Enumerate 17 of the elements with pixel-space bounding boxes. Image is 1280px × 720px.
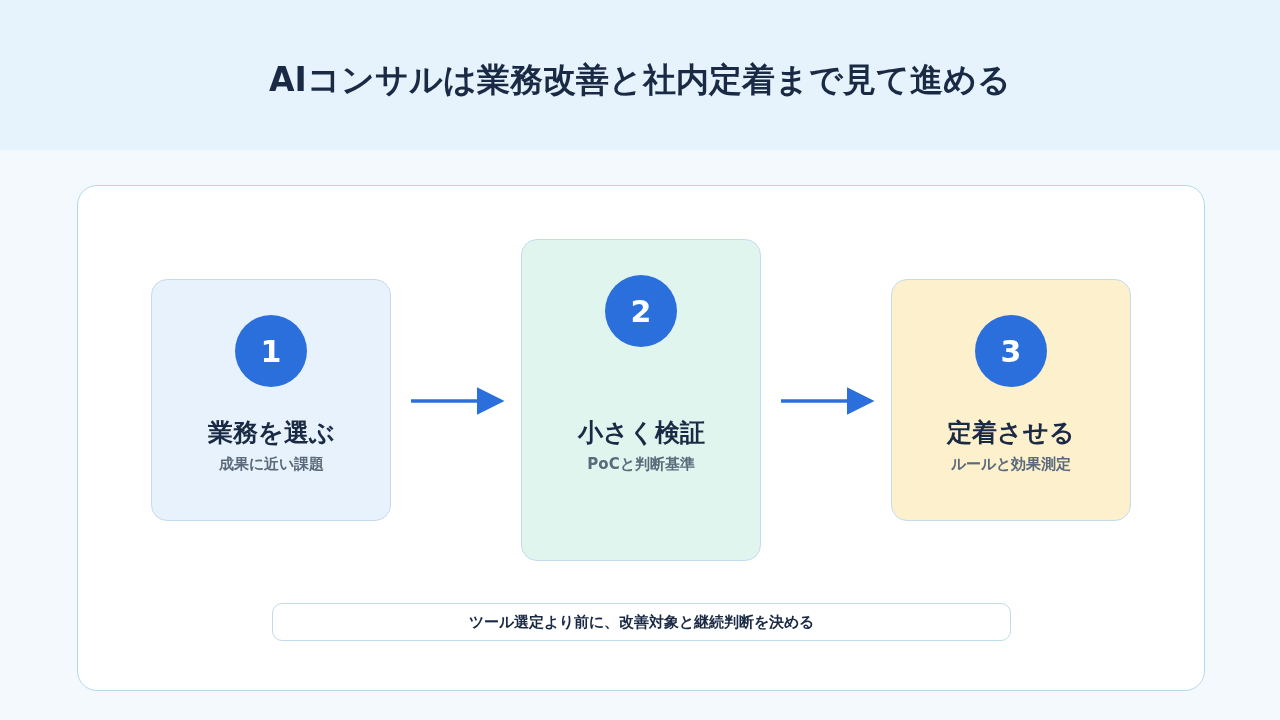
step-card xyxy=(521,239,761,561)
step-number: 1 xyxy=(235,315,307,387)
step-description: ルールと効果測定 xyxy=(951,455,1071,474)
step-card xyxy=(151,279,391,521)
step-title: 業務を選ぶ xyxy=(207,417,335,449)
step-title: 定着させる xyxy=(947,417,1075,449)
step-title: 小さく検証 xyxy=(577,417,705,449)
step-number: 3 xyxy=(975,315,1047,387)
step-description: 成果に近い課題 xyxy=(218,455,324,474)
step-card xyxy=(891,279,1131,521)
title: AIコンサルは業務改善と社内定着まで見て進める xyxy=(268,59,1012,101)
panel-background xyxy=(77,185,1205,691)
note-box: ツール選定より前に、改善対象と継続判断を決める xyxy=(272,603,1011,641)
step-number: 2 xyxy=(605,275,677,347)
arrow xyxy=(411,387,505,415)
step-description: PoCと判断基準 xyxy=(587,455,695,474)
arrow xyxy=(781,387,875,415)
